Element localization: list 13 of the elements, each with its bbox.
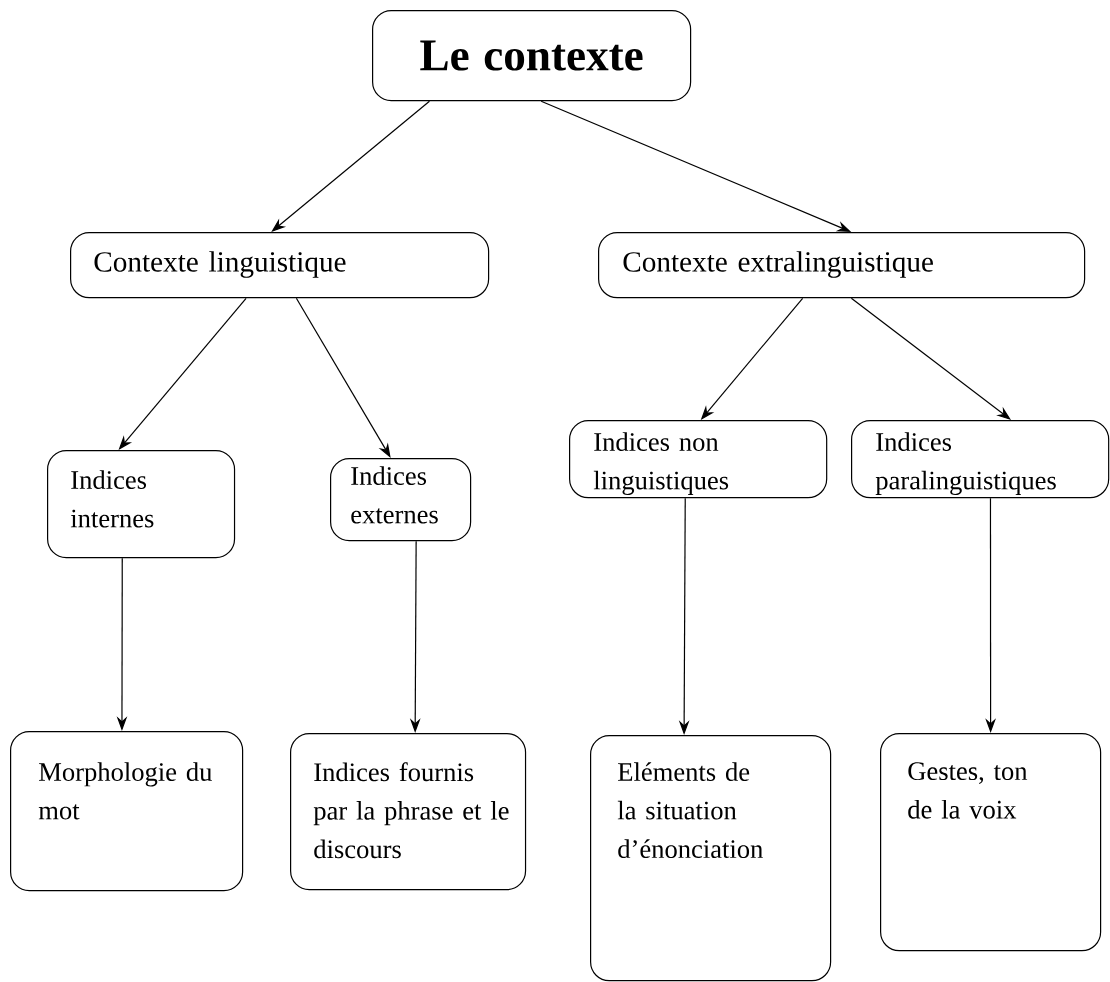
concept-box: Indices externes <box>330 458 472 542</box>
concept-box: Gestes, ton de la voix <box>880 733 1102 952</box>
concept-box: Contexte extralinguistique <box>598 232 1086 299</box>
concept-box: Indices internes <box>47 450 236 559</box>
concept-box: Eléments de la situation d’énonciation <box>590 735 832 982</box>
concept-box: Indices non linguistiques <box>569 420 828 499</box>
concept-box: Morphologie du mot <box>10 731 244 892</box>
arrow <box>271 100 431 232</box>
arrow <box>295 297 391 458</box>
concept-box: Indices fournis par la phrase et le discours <box>290 733 527 891</box>
concept-box: Indices paralinguistiques <box>851 420 1110 499</box>
concept-box: Contexte linguistique <box>70 232 490 299</box>
title-box: Le contexte <box>372 10 692 102</box>
